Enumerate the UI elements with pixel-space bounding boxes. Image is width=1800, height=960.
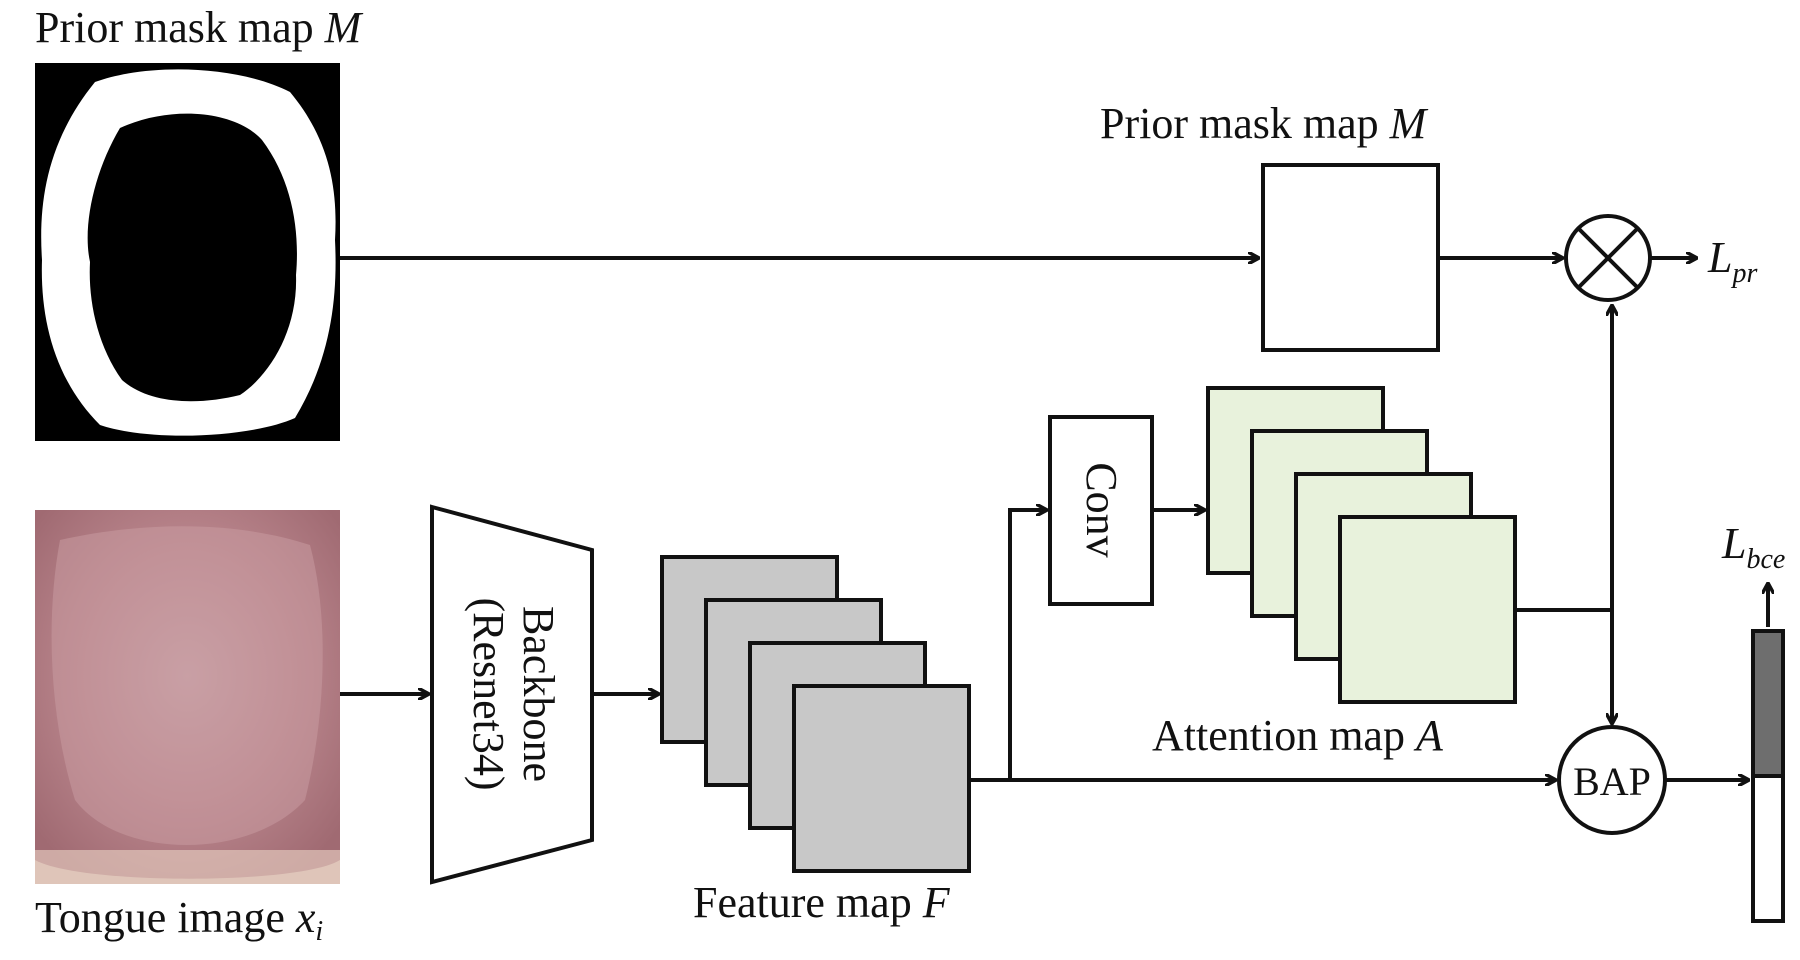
backbone-label: Backbone (Resnet34)	[464, 597, 563, 790]
loss-pr-label: Lpr	[1707, 233, 1757, 289]
svg-text:(Resnet34): (Resnet34)	[464, 597, 513, 790]
feature-map-layer	[792, 684, 971, 873]
loss-bce-label: Lbce	[1721, 519, 1785, 575]
prior-mask-top-label: Prior mask map M	[35, 3, 364, 52]
backbone-block	[430, 504, 594, 885]
attention-map-label: Attention map A	[1152, 711, 1444, 760]
feature-map-stack	[660, 555, 971, 873]
attention-map-layer	[1338, 515, 1517, 704]
feature-map-label: Feature map F	[693, 878, 951, 927]
connectors	[340, 258, 1768, 780]
conv-block	[1048, 415, 1154, 606]
bap-label: BAP	[1573, 759, 1651, 804]
prior-mask-box	[1261, 163, 1440, 352]
tongue-image-label: Tongue image xi	[35, 893, 323, 947]
prior-mask-image	[35, 63, 340, 441]
output-vector	[1751, 629, 1785, 923]
tongue-image	[35, 510, 340, 884]
conv-label: Conv	[1077, 462, 1126, 557]
svg-text:Backbone: Backbone	[514, 606, 563, 782]
circle-times-icon	[1564, 214, 1652, 302]
prior-mask-right-label: Prior mask map M	[1100, 99, 1429, 148]
attention-map-stack	[1206, 386, 1517, 704]
